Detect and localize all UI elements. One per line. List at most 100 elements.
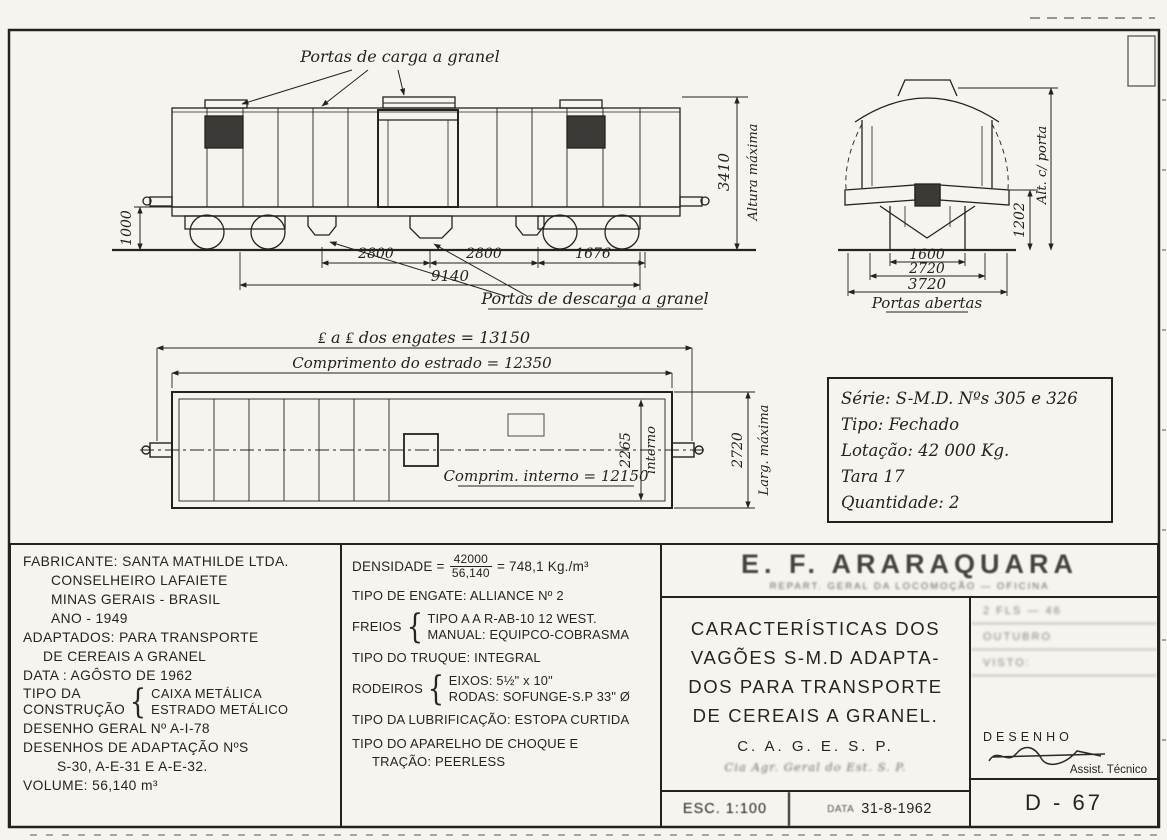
desenhos-numeros-line: S-30, A-E-31 E A-E-32.: [57, 759, 208, 774]
dim-estrado-12350: Comprimento do estrado = 12350: [292, 354, 552, 372]
roof-profile: [854, 97, 1000, 123]
wheel: [604, 214, 640, 250]
rodeiros-label: RODEIROS: [352, 681, 423, 696]
sliding-door: [377, 109, 459, 208]
truck-left: [184, 214, 286, 250]
tipo-construcao-options: CAIXA METÁLICA ESTRADO METÁLICO: [151, 686, 289, 717]
plan-coupler-right: [671, 442, 704, 458]
plan-view-labels: ₤ a ₤ dos engates = 13150 Comprimento do…: [292, 328, 772, 496]
title-line-4: DE CEREAIS A GRANEL.: [692, 705, 939, 726]
roof-hatch-open: [897, 79, 958, 97]
series-serie: Série: S-M.D. Nºs 305 e 326: [841, 389, 1078, 408]
stamp-row-2: OUTUBRO: [971, 624, 1157, 650]
lubrificacao-line: TIPO DA LUBRIFICAÇÃO: ESTOPA CURTIDA: [352, 712, 630, 727]
company-subtitle: Cia Agr. Geral do Est. S. P.: [724, 760, 907, 774]
dim-2720-end: 2720: [908, 261, 945, 277]
truck-right: [537, 214, 641, 250]
railway-subtitle: REPART. GERAL DA LOCOMOÇÃO — OFICINA: [769, 581, 1050, 592]
brace-icon: {: [427, 669, 445, 709]
label-altura-maxima: Altura máxima: [746, 124, 761, 222]
side-view: [112, 96, 756, 252]
signature-scribble: [988, 746, 1106, 766]
rodeiros-options: EIXOS: 5½" x 10" RODAS: SOFUNGE-S.P 33" …: [448, 673, 630, 704]
densidade-result: = 748,1 Kg./m³: [496, 558, 589, 574]
company-name: C. A. G. E. S. P.: [737, 738, 894, 755]
fabricante-ano: ANO - 1949: [51, 611, 128, 626]
open-door-right: [939, 184, 1010, 206]
brace-icon: {: [406, 607, 423, 647]
open-door-left: [844, 184, 916, 206]
fabricante-state: MINAS GERAIS - BRASIL: [51, 592, 221, 607]
label-portas-abertas: Portas abertas: [871, 294, 983, 312]
wheel: [542, 214, 578, 250]
end-view-dimensions: [847, 87, 1058, 313]
densidade-fraction: 42000 56,140: [449, 553, 492, 580]
tipo-construcao-label: TIPO DA CONSTRUÇÃO: [23, 686, 126, 717]
dim-9140: 9140: [431, 267, 470, 285]
fabricante-city: CONSELHEIRO LAFAIETE: [51, 573, 228, 588]
adaptados-line-2: DE CEREAIS A GRANEL: [43, 649, 207, 664]
brace-icon: {: [129, 682, 147, 722]
dim-interno-12150: Comprim. interno = 12150: [443, 467, 649, 485]
underframe-sill: [171, 206, 681, 217]
roof-hatch-center: [382, 96, 456, 109]
title-block: FABRICANTE: SANTA MATHILDE LTDA. CONSELH…: [9, 543, 1159, 828]
adaptados-line: ADAPTADOS: PARA TRANSPORTE: [23, 630, 259, 645]
desenho-label: DESENHO: [983, 730, 1073, 744]
title-block-specs: DENSIDADE = 42000 56,140 = 748,1 Kg./m³ …: [342, 545, 662, 826]
dim-3720: 3720: [908, 275, 947, 293]
coupler-right: [679, 196, 710, 207]
drawing-number: D - 67: [971, 778, 1157, 826]
freios-row: FREIOS { TIPO A A R-AB-10 12 WEST. MANUA…: [352, 607, 654, 647]
dim-engates-13150: ₤ a ₤ dos engates = 13150: [318, 328, 530, 347]
drawing-title-cell: CARACTERÍSTICAS DOS VAGÕES S-M.D ADAPTA-…: [662, 598, 971, 826]
drawing-title: CARACTERÍSTICAS DOS VAGÕES S-M.D ADAPTA-…: [662, 598, 969, 790]
title-line-2: VAGÕES S-M.D ADAPTA-: [690, 647, 941, 668]
roof-hatch-left: [204, 99, 248, 109]
truque-line: TIPO DO TRUQUE: INTEGRAL: [352, 650, 541, 665]
series-tara: Tara 17: [841, 467, 905, 486]
desenho-area: DESENHO Assist. Técnico: [971, 676, 1157, 778]
stamp-row-1: 2 FLS — 46: [971, 598, 1157, 624]
freios-options: TIPO A A R-AB-10 12 WEST. MANUAL: EQUIPC…: [427, 611, 630, 642]
plan-view-dimensions: [156, 345, 755, 509]
title-line-3: DOS PARA TRANSPORTE: [688, 676, 943, 697]
railway-header: E. F. ARARAQUARA REPART. GERAL DA LOCOMO…: [662, 545, 1157, 598]
scale-cell: ESC. 1:100: [662, 792, 790, 826]
stamp-column: 2 FLS — 46 OUTUBRO VISTO: DESENHO Assist…: [971, 598, 1157, 826]
rodeiros-row: RODEIROS { EIXOS: 5½" x 10" RODAS: SOFUN…: [352, 669, 654, 709]
stamp-row-3: VISTO:: [971, 650, 1157, 676]
engate-line: TIPO DE ENGATE: ALLIANCE Nº 2: [352, 588, 564, 603]
plan-view: [140, 391, 706, 509]
end-view-labels: 1600 2720 3720 Portas abertas 1202 Alt. …: [871, 126, 1050, 312]
end-view: [838, 79, 1016, 252]
discharge-hoppers: [307, 215, 545, 239]
choque-line-1: TIPO DO APARELHO DE CHOQUE E: [352, 736, 579, 751]
plan-hatch-upper: [507, 413, 545, 437]
data-line: DATA : AGÔSTO DE 1962: [23, 668, 193, 683]
dim-1600: 1600: [909, 247, 945, 263]
label-portas-descarga: Portas de descarga a granel: [480, 289, 708, 308]
wheel: [189, 214, 225, 250]
choque-line-2: TRAÇÃO: PEERLESS: [372, 754, 506, 769]
date-value: 31-8-1962: [861, 801, 932, 817]
dim-3410: 3410: [715, 152, 733, 191]
vent-door-left: [204, 115, 244, 149]
dim-2720-plan: 2720: [730, 432, 746, 469]
title-block-right: E. F. ARARAQUARA REPART. GERAL DA LOCOMO…: [662, 545, 1157, 826]
dim-1000: 1000: [119, 210, 135, 246]
railway-name: E. F. ARARAQUARA: [740, 549, 1078, 579]
coupler-left: [142, 196, 173, 207]
wheel: [250, 214, 286, 250]
center-sill: [914, 183, 941, 207]
side-view-labels: Portas de carga a granel Portas de desca…: [119, 47, 761, 308]
title-block-right-body: CARACTERÍSTICAS DOS VAGÕES S-M.D ADAPTA-…: [662, 598, 1157, 826]
plan-coupler-left: [141, 442, 173, 458]
end-hopper: [879, 205, 976, 239]
roof-hatch-right: [559, 99, 603, 109]
desenho-geral-line: DESENHO GERAL Nº A-I-78: [23, 721, 211, 736]
dim-1676: 1676: [575, 246, 611, 262]
date-cell: DATA 31-8-1962: [790, 792, 969, 826]
volume-line: VOLUME: 56,140 m³: [23, 778, 158, 793]
